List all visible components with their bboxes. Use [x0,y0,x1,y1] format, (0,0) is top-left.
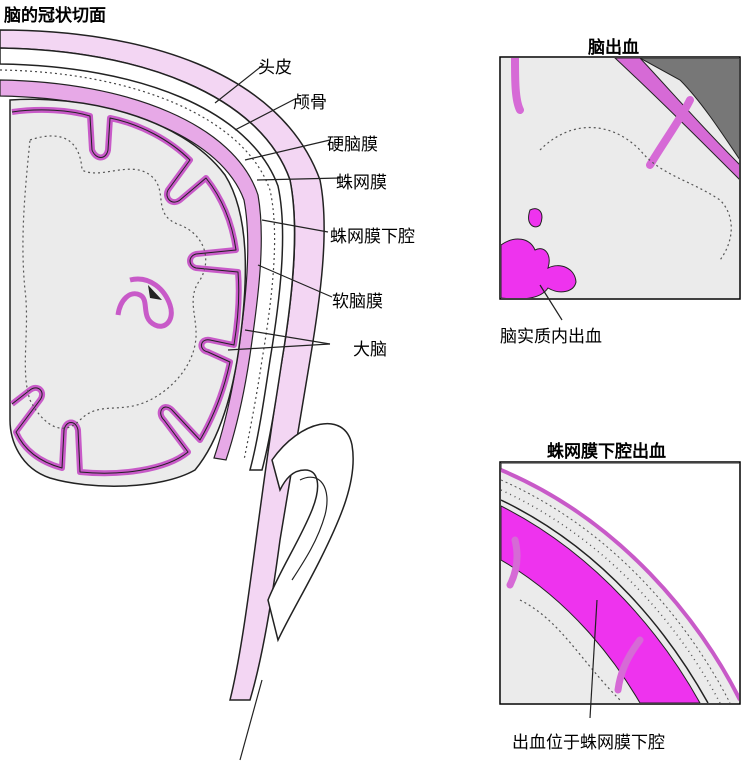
label-pia: 软脑膜 [332,292,383,312]
subarachnoid-hemorrhage [501,505,701,703]
inset-bottom-caption: 出血位于蛛网膜下腔 [512,733,665,753]
inset-bottom [499,461,741,719]
leader-lines [214,64,341,761]
central-fissure-dark [148,285,162,300]
label-subarachnoid: 蛛网膜下腔 [330,227,415,247]
intraparenchymal-hemorrhage [501,238,577,298]
ear-inner [291,476,328,581]
label-arachnoid: 蛛网膜 [336,173,387,193]
inset-bottom-title: 蛛网膜下腔出血 [547,442,666,462]
label-scalp: 头皮 [258,58,292,78]
central-fissure [115,276,174,329]
main-title: 脑的冠状切面 [4,6,106,26]
inset-top [499,56,741,321]
label-cerebrum: 大脑 [353,340,387,360]
label-dura: 硬脑膜 [327,135,378,155]
arachnoid-layer [0,79,262,461]
cortex-outline-edge [11,109,240,474]
ear [267,422,354,643]
white-matter-boundary [22,135,207,429]
cerebrum [9,98,247,487]
inset-top-title: 脑出血 [588,38,639,58]
head-section [0,29,354,761]
skull-layer [0,47,296,471]
label-skull: 颅骨 [293,93,327,113]
inset-top-caption: 脑实质内出血 [500,327,602,347]
